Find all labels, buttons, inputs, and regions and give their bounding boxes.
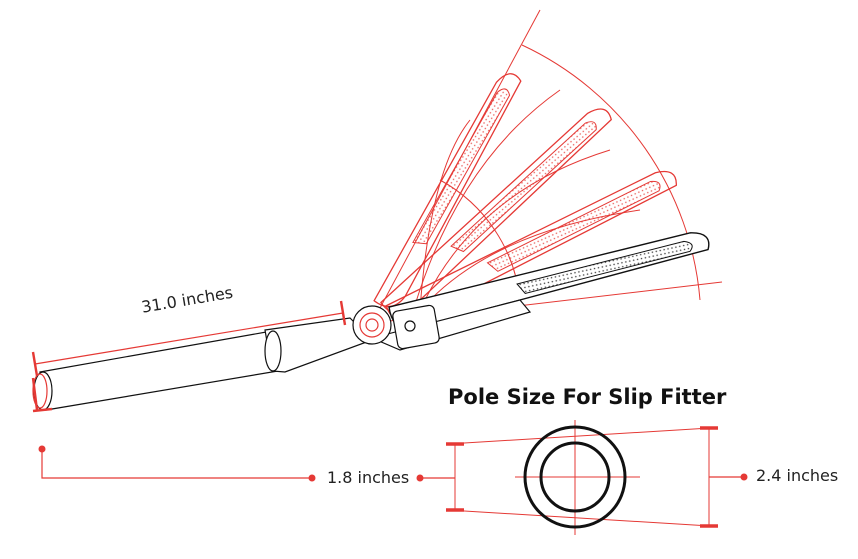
pole-tube [32,330,279,411]
length-tick-left [31,351,39,377]
pivot-inner [365,318,379,332]
angle-sweep-2 [414,89,561,306]
leader-dot-outer [740,473,748,481]
pole-body [39,330,279,411]
pole-end-tick [31,377,39,411]
angle-sweep-1 [419,119,471,311]
length-dimension [31,300,347,413]
leader-dot-left-end [308,474,316,482]
inner-diameter-label: 1.8 inches [327,468,410,487]
outer-diameter-label: 2.4 inches [756,466,839,485]
inner-diameter-leader [38,445,455,482]
section-outer-circle [523,425,627,529]
section-top-line [447,427,711,445]
section-inner-circle [539,441,611,513]
outer-diameter-leader [709,473,748,481]
pole-cross-section [446,420,718,535]
fitter-knuckle [392,304,440,350]
pole-end-inner [32,373,48,409]
slip-fitter [264,299,532,373]
length-dimension-line [34,312,344,365]
fitter-collar [264,330,282,372]
pivot-bolt [404,320,416,332]
diagram-title: Pole Size For Slip Fitter [448,385,727,409]
section-bottom-line [447,509,711,527]
leader-line-left [41,449,312,479]
pole-end-tick-bottom [32,407,53,413]
angle-arc-outer [521,44,701,301]
fixture-head-position-1 [373,73,522,308]
length-tick-right [339,300,347,326]
